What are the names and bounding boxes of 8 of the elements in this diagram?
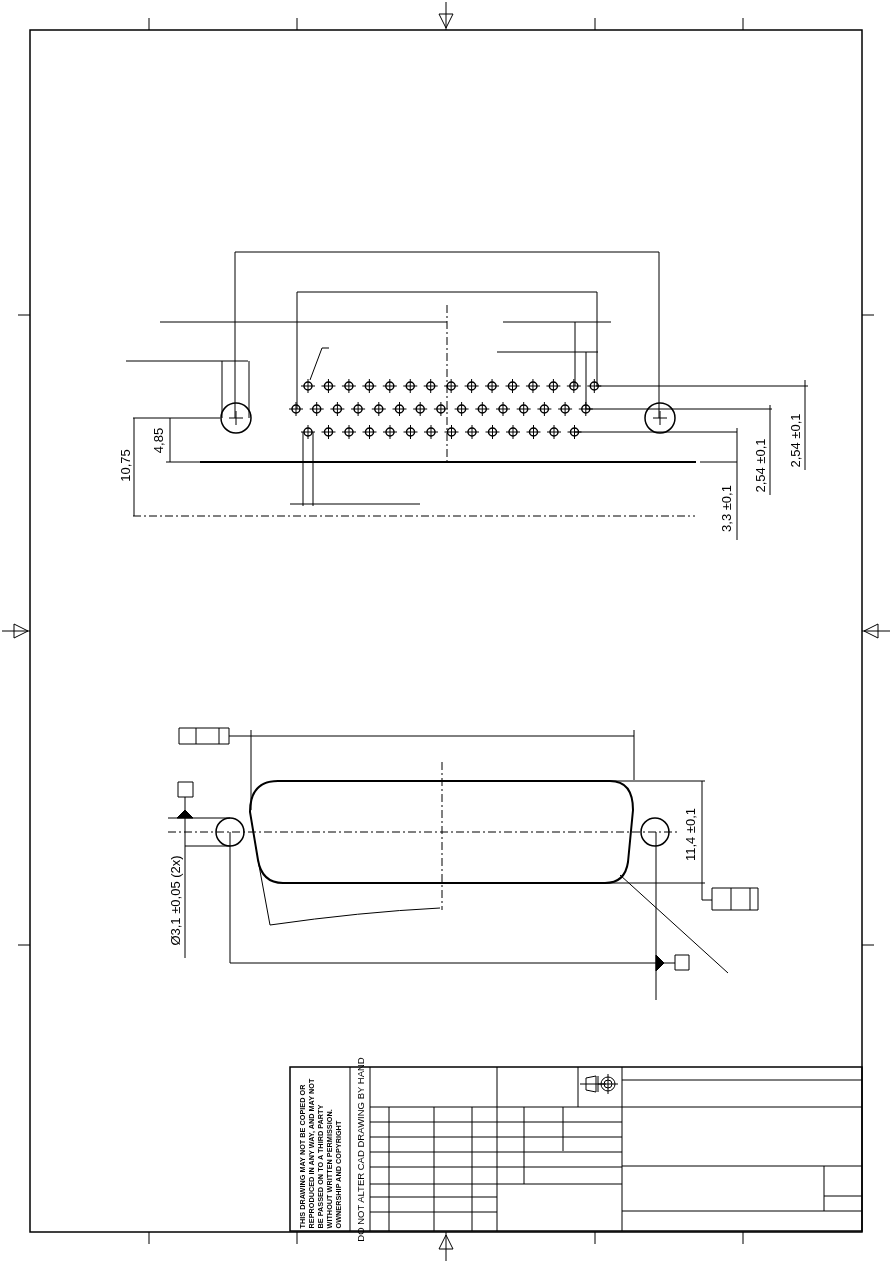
drawing-note: DO NOT ALTER CAD DRAWING BY HAND xyxy=(354,1056,366,1242)
dimension-text: 3,3 ±0,1 xyxy=(718,484,734,532)
dimension-text: Ø3,1 ±0,05 (2x) xyxy=(167,854,183,946)
dimension-text: 10,75 xyxy=(117,448,133,482)
dimension-text: 11,4 ±0,1 xyxy=(682,807,698,861)
dimension-text: 2,54 ±0,1 xyxy=(787,412,803,468)
dimension-text: 4,85 xyxy=(150,427,166,453)
dimension-text: 2,54 ±0,1 xyxy=(752,437,768,493)
